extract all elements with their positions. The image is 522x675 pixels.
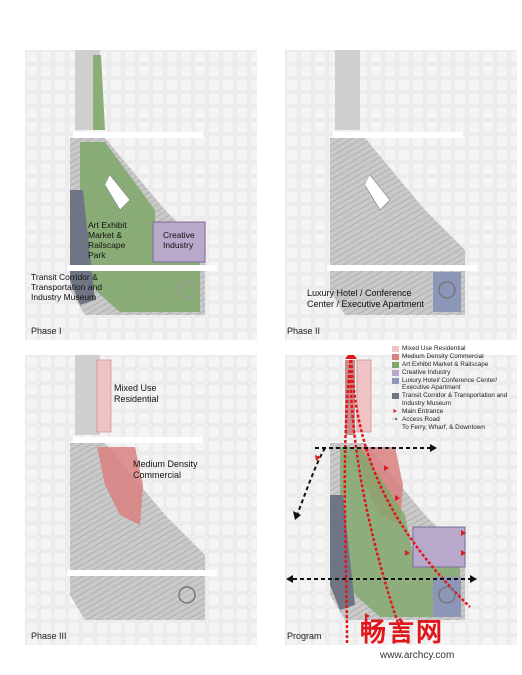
legend-swatch [392, 353, 399, 360]
legend-swatch [392, 361, 399, 368]
legend-swatch [392, 377, 399, 384]
legend-item: Transit Corridor & Transportation and In… [392, 392, 520, 407]
legend-item: ➤ Main Entrance [392, 408, 520, 415]
arrow-head-icon: ➤ [392, 407, 398, 415]
site-map-phase-3 [25, 355, 257, 645]
legend-label: Luxury Hotel/ Conference Center/ Executi… [402, 377, 498, 392]
phase-3-label: Phase III [31, 631, 67, 641]
legend-item: Art Exhibit Market & Railscape [392, 361, 520, 368]
phase-2-label: Phase II [287, 326, 321, 336]
legend-item: Luxury Hotel/ Conference Center/ Executi… [392, 377, 520, 392]
phase-1-label: Phase I [31, 326, 62, 336]
legend-label: Access Road [402, 415, 440, 423]
legend-label: Medium Density Commercial [402, 353, 484, 360]
legend-item: Mixed Use Residential [392, 345, 520, 352]
legend-item: To Ferry, Wharf, & Downtown [392, 424, 520, 431]
legend-label: Transit Corridor & Transportation and In… [402, 392, 508, 407]
legend-label: Creative Industry [402, 369, 451, 376]
callout-luxury-hotel: Luxury Hotel / Conference Center / Execu… [307, 288, 425, 309]
panel-phase-1: Art Exhibit Market & Railscape Park Crea… [25, 50, 257, 340]
callout-transit-corridor: Transit Corridor & Transportation and In… [31, 272, 103, 302]
legend: Mixed Use Residential Medium Density Com… [392, 345, 520, 432]
legend-label: Main Entrance [402, 407, 444, 415]
legend-label: To Ferry, Wharf, & Downtown [402, 423, 485, 431]
watermark-brand: 畅言网 [360, 618, 445, 648]
callout-mixed-use: Mixed Use Residential [114, 383, 159, 404]
program-label: Program [287, 631, 322, 641]
site-map-program [285, 355, 517, 645]
legend-swatch [392, 392, 399, 399]
dashed-arrow-icon: ⇢ [392, 415, 398, 423]
legend-label: Art Exhibit Market & Railscape [402, 361, 489, 368]
legend-item: Medium Density Commercial [392, 353, 520, 360]
legend-item: ⇢ Access Road [392, 416, 520, 423]
callout-medium-density: Medium Density Commercial [133, 459, 198, 480]
legend-label: Mixed Use Residential [402, 345, 466, 352]
panel-program: Program [285, 355, 517, 645]
site-map-phase-2 [285, 50, 517, 340]
legend-swatch [392, 369, 399, 376]
callout-art-exhibit: Art Exhibit Market & Railscape Park [88, 220, 127, 260]
callout-creative-industry: Creative Industry [163, 230, 195, 250]
panel-phase-2: Luxury Hotel / Conference Center / Execu… [285, 50, 517, 340]
panel-phase-3: Mixed Use Residential Medium Density Com… [25, 355, 257, 645]
watermark-url: www.archcy.com [380, 650, 455, 661]
site-map-phase-1 [25, 50, 257, 340]
legend-item: Creative Industry [392, 369, 520, 376]
legend-swatch [392, 345, 399, 352]
